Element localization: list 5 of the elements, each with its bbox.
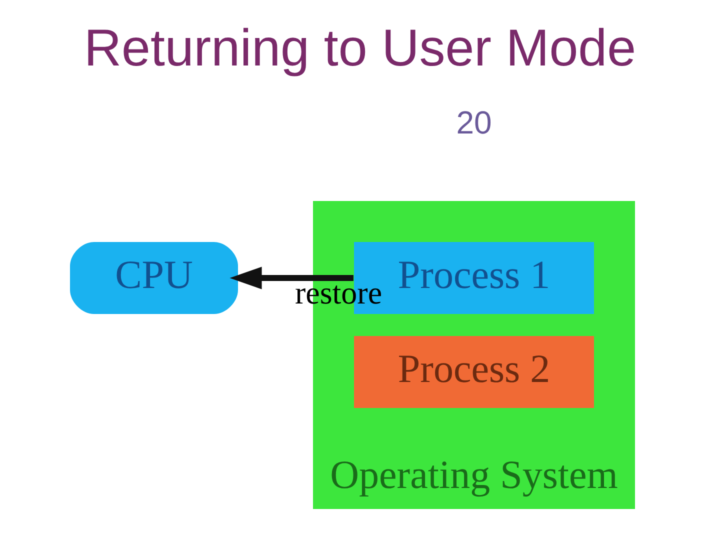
diagram-title: Returning to User Mode xyxy=(84,20,636,78)
arrow xyxy=(230,266,354,290)
node-box: CPU xyxy=(70,242,238,314)
label: 20 xyxy=(456,104,492,141)
node-box: Process 2 xyxy=(354,336,594,408)
